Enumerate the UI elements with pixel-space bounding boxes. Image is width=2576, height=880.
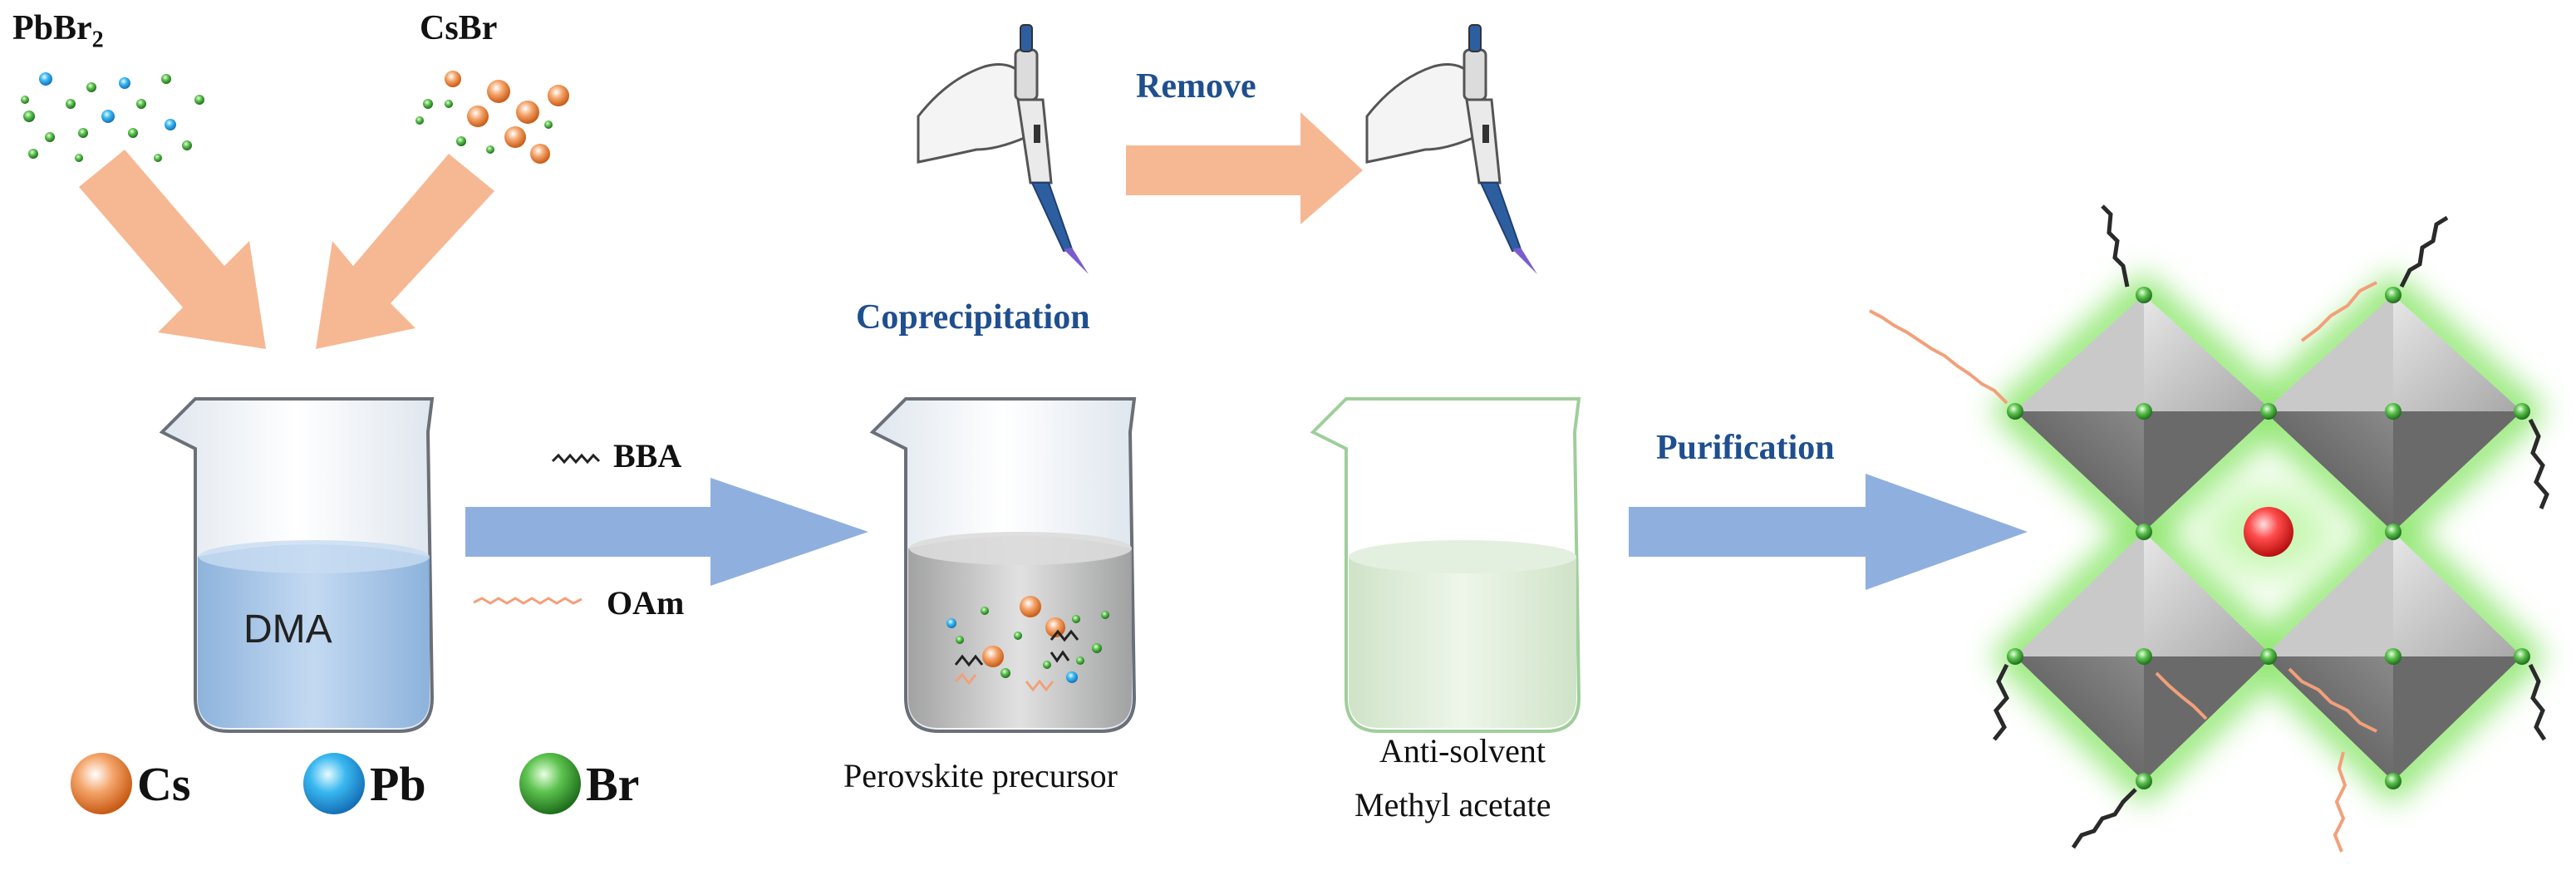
octahedron [2015,295,2273,532]
precursor-label: Perovskite precursor [843,757,1118,794]
remove-label: Remove [1136,67,1256,106]
oam-label: OAm [607,584,685,622]
perovskite-structure [1869,204,2549,853]
solvent-label: DMA [243,607,332,651]
pipette-right-icon [1365,24,1537,274]
csbr-arrow [316,154,494,349]
legend-br-sphere [519,753,581,814]
process-arrow-1 [465,478,868,586]
pbbr2-label-subscript: 2 [91,27,104,53]
legend-br-label: Br [586,757,640,811]
beaker-precursor [869,397,1137,733]
beaker-dma [159,397,435,733]
octahedron [2264,295,2522,532]
oam-ligands [1869,281,2377,853]
pbbr2-arrow [79,150,266,349]
legend-pb-label: Pb [370,757,426,811]
bba-label: BBA [613,437,682,474]
antisolvent-label-line2: Methyl acetate [1354,786,1551,823]
legend-cs-label: Cs [137,757,191,811]
octahedron [2264,532,2522,781]
central-cs-atom [2244,507,2293,557]
legend-cs-sphere [71,753,132,814]
coprecipitation-label: Coprecipitation [856,298,1090,337]
beaker-antisolvent [1310,397,1581,733]
oam-ligand-icon [473,597,583,605]
antisolvent-label-line1: Anti-solvent [1379,732,1546,769]
process-arrow-2 [1629,474,2028,590]
remove-arrow [1126,112,1363,224]
bba-ligand-icon [551,453,601,465]
bba-ligands [1993,204,2549,849]
legend-spheres [71,753,581,814]
pbbr2-label-main: PbBr [12,9,92,47]
legend-pb-sphere [303,753,365,814]
csbr-label: CsBr [420,9,498,47]
pbbr2-particles [21,72,204,162]
br-vertices [2007,287,2530,789]
pipette-left-icon [917,24,1089,274]
octahedron [2015,532,2273,781]
pbbr2-label: PbBr2 [12,8,104,53]
csbr-particles [415,71,569,164]
purification-label: Purification [1656,429,1835,467]
